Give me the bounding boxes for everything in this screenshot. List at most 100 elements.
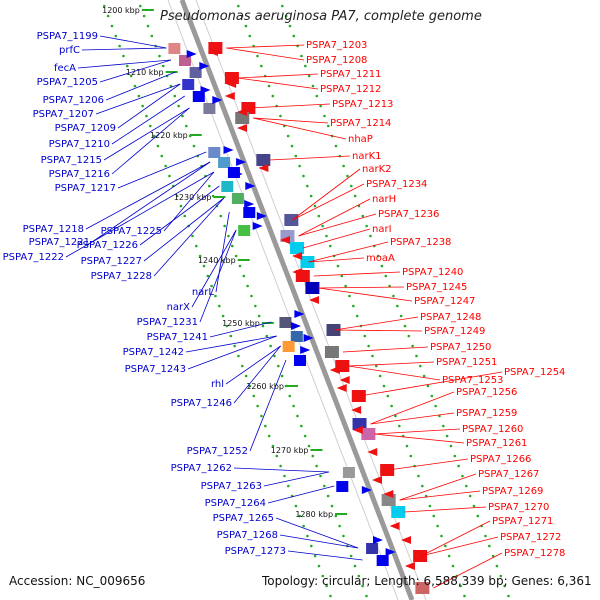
track-dot bbox=[290, 144, 294, 148]
left-leader-line bbox=[139, 185, 220, 246]
right-leader-line bbox=[374, 433, 465, 444]
gene-feature-right bbox=[326, 324, 341, 336]
right-gene-label: PSPA7_1253 bbox=[442, 375, 503, 386]
gene-arrow-left bbox=[256, 212, 267, 220]
right-leader-line bbox=[370, 391, 455, 425]
right-leader-line bbox=[308, 241, 389, 263]
track-dot bbox=[353, 564, 357, 568]
track-dot bbox=[137, 94, 141, 98]
track-dot bbox=[183, 214, 187, 218]
right-leader-line bbox=[318, 286, 405, 289]
track-dot bbox=[248, 34, 252, 38]
track-dot bbox=[288, 394, 292, 398]
track-dot bbox=[380, 264, 384, 268]
gene-feature-left bbox=[168, 43, 181, 54]
track-dot bbox=[256, 404, 259, 408]
track-dot bbox=[133, 84, 137, 88]
track-dot bbox=[329, 244, 332, 248]
right-leader-line bbox=[302, 228, 371, 249]
track-dot bbox=[361, 584, 364, 588]
track-dot bbox=[288, 24, 292, 28]
track-dot bbox=[241, 364, 244, 368]
left-gene-label: PSPA7_1273 bbox=[225, 546, 286, 557]
track-dot bbox=[405, 444, 409, 448]
track-dot bbox=[277, 364, 280, 368]
track-dot bbox=[491, 554, 495, 558]
kbp-tick-label: 1280 kbp bbox=[295, 510, 333, 519]
track-dot bbox=[238, 264, 242, 268]
track-dot bbox=[342, 534, 345, 538]
track-dot bbox=[417, 474, 420, 478]
track-dot bbox=[422, 374, 426, 378]
track-dot bbox=[468, 494, 472, 498]
track-dot bbox=[145, 114, 148, 118]
track-dot bbox=[231, 244, 234, 248]
gene-arrow-right bbox=[372, 476, 382, 484]
track-dot bbox=[344, 284, 347, 288]
track-dot bbox=[334, 144, 338, 148]
kbp-tick-label: 1240 kbp bbox=[198, 256, 236, 265]
left-leader-line bbox=[117, 83, 181, 129]
track-dot bbox=[225, 324, 229, 328]
left-leader-line bbox=[279, 534, 359, 549]
track-dot bbox=[394, 414, 397, 418]
left-gene-label: PSPA7_1231 bbox=[137, 317, 198, 328]
left-leader-line bbox=[275, 517, 359, 549]
track-dot bbox=[436, 524, 439, 528]
right-gene-label: PSPA7_1212 bbox=[320, 84, 381, 95]
track-dot bbox=[329, 594, 332, 598]
track-dot bbox=[298, 514, 302, 518]
track-dot bbox=[319, 474, 322, 478]
left-leader-line bbox=[215, 211, 230, 293]
track-dot bbox=[388, 284, 391, 288]
right-leader-line bbox=[249, 103, 331, 109]
left-leader-line bbox=[187, 335, 277, 370]
left-leader-line bbox=[99, 35, 167, 49]
left-gene-label: PSPA7_1199 bbox=[37, 31, 98, 42]
right-gene-label: PSPA7_1248 bbox=[420, 312, 481, 323]
track-dot bbox=[146, 24, 150, 28]
left-gene-label: PSPA7_1226 bbox=[77, 240, 138, 251]
left-leader-line bbox=[153, 197, 225, 277]
track-dot bbox=[237, 4, 240, 8]
track-dot bbox=[340, 274, 344, 278]
track-dot bbox=[375, 364, 378, 368]
left-gene-label: PSPA7_1209 bbox=[55, 123, 116, 134]
track-dot bbox=[283, 474, 286, 478]
track-dot bbox=[298, 164, 301, 168]
track-dot bbox=[281, 4, 284, 8]
right-leader-line bbox=[348, 361, 435, 367]
track-dot bbox=[175, 194, 179, 198]
right-gene-label: narI bbox=[372, 224, 392, 235]
track-dot bbox=[296, 414, 299, 418]
track-dot bbox=[319, 104, 322, 108]
right-gene-label: PSPA7_1240 bbox=[402, 267, 463, 278]
track-dot bbox=[233, 344, 236, 348]
track-dot bbox=[315, 464, 318, 468]
right-leader-line bbox=[237, 73, 319, 79]
left-leader-line bbox=[267, 485, 335, 504]
track-dot bbox=[149, 124, 152, 128]
right-leader-line bbox=[292, 168, 361, 221]
kbp-tick-label: 1270 kbp bbox=[271, 446, 309, 455]
left-gene-label: PSPA7_1221 bbox=[29, 237, 90, 248]
track-dot bbox=[284, 14, 288, 18]
left-gene-label: PSPA7_1227 bbox=[81, 256, 142, 267]
track-dot bbox=[403, 324, 407, 328]
track-dot bbox=[118, 44, 121, 48]
track-dot bbox=[310, 544, 313, 548]
track-dot bbox=[323, 114, 326, 118]
right-gene-label: PSPA7_1247 bbox=[414, 296, 475, 307]
map-title: Pseudomonas aeruginosa PA7, complete gen… bbox=[160, 9, 482, 24]
track-dot bbox=[126, 64, 129, 68]
gene-feature-right bbox=[290, 242, 305, 254]
left-gene-label: PSPA7_1228 bbox=[91, 271, 152, 282]
gene-arrow-right bbox=[339, 376, 350, 384]
track-dot bbox=[265, 334, 269, 338]
left-leader-line bbox=[233, 345, 281, 404]
gene-feature-left bbox=[218, 157, 231, 168]
track-dot bbox=[139, 4, 142, 8]
track-dot bbox=[269, 344, 272, 348]
left-gene-label: PSPA7_1210 bbox=[49, 139, 110, 150]
track-dot bbox=[240, 14, 244, 18]
